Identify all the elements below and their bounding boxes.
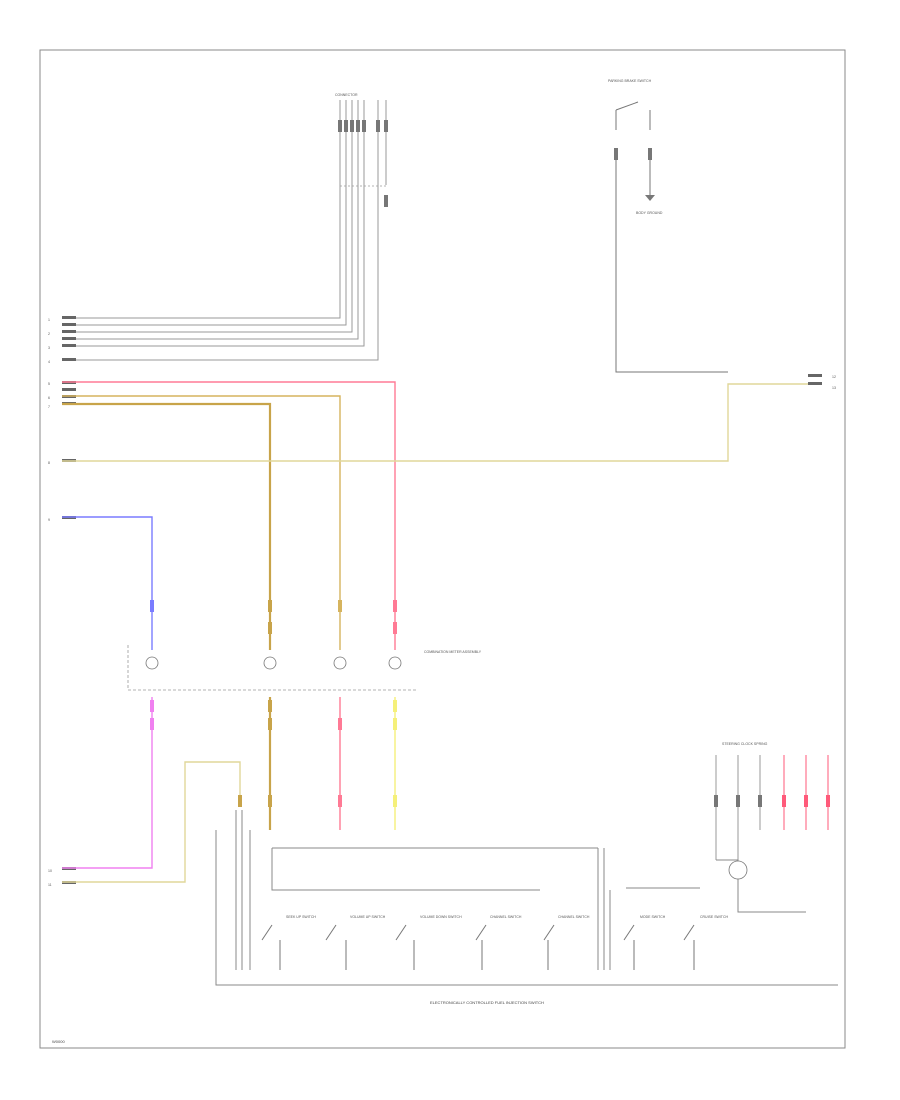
module-drop-wires	[151, 612, 396, 650]
steering-clock-label: STEERING CLOCK SPRING	[722, 742, 768, 746]
switch-bus-lines	[235, 810, 700, 970]
switch-labels: SEEK UP SWITCH VOLUME UP SWITCH VOLUME D…	[286, 915, 728, 919]
steering-wires	[715, 755, 829, 913]
svg-text:4: 4	[48, 360, 50, 364]
left-pin-labels	[62, 316, 76, 884]
svg-text:VOLUME UP SWITCH: VOLUME UP SWITCH	[350, 915, 386, 919]
parking-brake-pins	[614, 148, 652, 160]
module-terminals	[145, 656, 402, 670]
svg-text:2: 2	[48, 332, 50, 336]
top-harness-pins	[338, 120, 388, 207]
module-output-wires	[62, 697, 396, 883]
wire-tan-2	[62, 402, 272, 600]
svg-text:11: 11	[48, 883, 52, 887]
switch-assembly-box	[215, 830, 838, 986]
svg-text:MODE SWITCH: MODE SWITCH	[640, 915, 666, 919]
svg-text:3: 3	[48, 346, 50, 350]
svg-text:CHANNEL SWITCH: CHANNEL SWITCH	[558, 915, 590, 919]
svg-text:1: 1	[48, 318, 50, 322]
svg-text:8: 8	[48, 461, 50, 465]
svg-text:CRUISE SWITCH: CRUISE SWITCH	[700, 915, 728, 919]
combination-meter-box	[127, 645, 418, 691]
module-input-pins	[150, 600, 397, 634]
svg-text:6: 6	[48, 396, 50, 400]
svg-text:10: 10	[48, 869, 52, 873]
steering-pins	[714, 795, 830, 807]
svg-text:CHANNEL SWITCH: CHANNEL SWITCH	[490, 915, 522, 919]
svg-text:7: 7	[48, 405, 50, 409]
ground-symbol	[645, 195, 655, 201]
diagram-frame	[39, 49, 846, 1049]
wire-red	[62, 381, 396, 600]
svg-text:9: 9	[48, 518, 50, 522]
svg-text:VOLUME DOWN SWITCH: VOLUME DOWN SWITCH	[420, 915, 462, 919]
parking-brake-switch	[615, 101, 728, 373]
right-pin-labels	[808, 374, 822, 385]
top-connector-label: CONNECTOR	[335, 93, 358, 97]
steering-clock-symbol	[728, 860, 748, 880]
parking-brake-label: PARKING BRAKE SWITCH	[608, 79, 652, 83]
svg-text:13: 13	[832, 386, 836, 390]
wire-blue	[62, 516, 153, 600]
page-code: W0000	[52, 1039, 65, 1044]
switch-contacts	[261, 924, 695, 970]
top-harness	[62, 100, 387, 361]
switch-assembly-title: ELECTRONICALLY CONTROLLED FUEL INJECTION…	[430, 1000, 544, 1005]
module-output-pins	[150, 700, 397, 807]
left-pin-numbers: 1 2 3 4 5 6 7 8 9 10 11	[48, 318, 52, 887]
svg-text:SEEK UP SWITCH: SEEK UP SWITCH	[286, 915, 316, 919]
ground-label: BODY GROUND	[636, 211, 663, 215]
wire-olive	[62, 383, 818, 462]
svg-text:12: 12	[832, 375, 836, 379]
right-pin-numbers: 12 13	[832, 375, 836, 390]
wire-tan	[62, 395, 341, 600]
combination-meter-label: COMBINATION METER ASSEMBLY	[424, 650, 482, 654]
svg-text:5: 5	[48, 382, 50, 386]
